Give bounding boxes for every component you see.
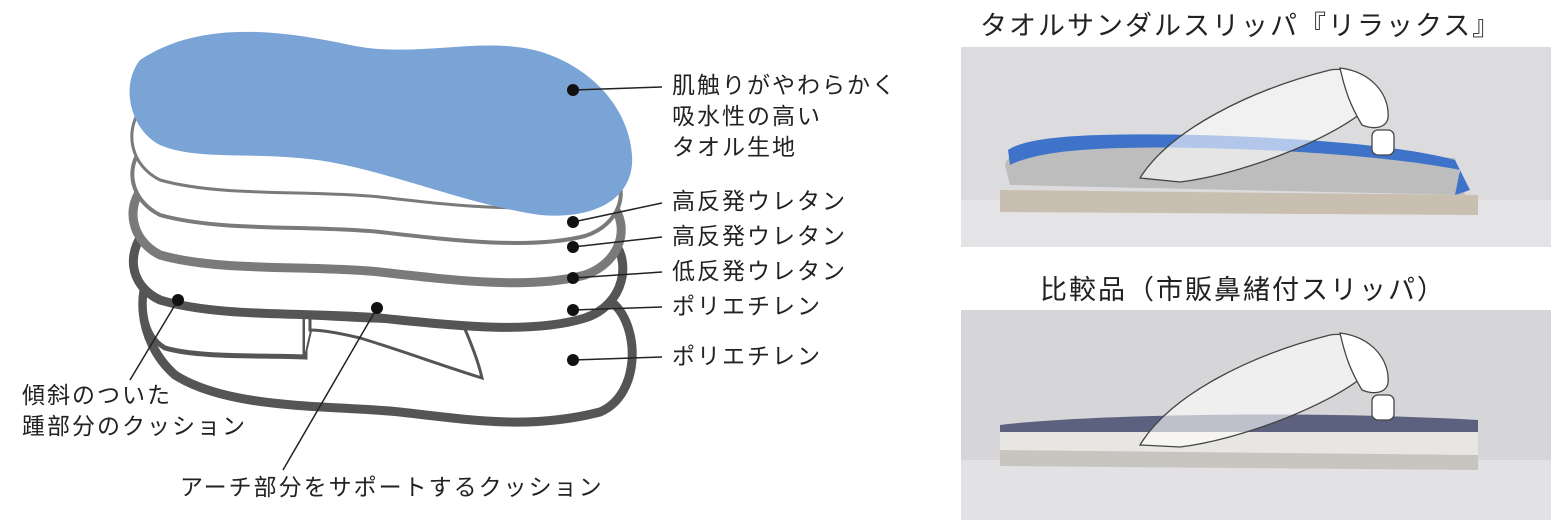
label-towel: 肌触りがやわらかく 吸水性の高い タオル生地 bbox=[672, 71, 897, 164]
label-heel-cushion: 傾斜のついた 踵部分のクッション bbox=[22, 381, 247, 443]
photo-product bbox=[961, 47, 1551, 247]
label-towel-line3: タオル生地 bbox=[672, 133, 897, 164]
label-heel-line2: 踵部分のクッション bbox=[22, 412, 247, 443]
label-polyethylene-2: ポリエチレン bbox=[672, 342, 822, 373]
label-arch-cushion: アーチ部分をサポートするクッション bbox=[180, 473, 604, 504]
label-polyethylene-1: ポリエチレン bbox=[672, 292, 822, 323]
label-heel-line1: 傾斜のついた bbox=[22, 381, 247, 412]
label-high-rebound-1: 高反発ウレタン bbox=[672, 187, 847, 218]
label-high-rebound-2: 高反発ウレタン bbox=[672, 222, 847, 253]
label-towel-line2: 吸水性の高い bbox=[672, 102, 897, 133]
label-towel-line1: 肌触りがやわらかく bbox=[672, 71, 897, 102]
photo-product-title: タオルサンダルスリッパ『リラックス』 bbox=[980, 4, 1501, 43]
label-low-rebound: 低反発ウレタン bbox=[672, 257, 847, 288]
photo-comparison-title: 比較品（市販鼻緒付スリッパ） bbox=[1040, 268, 1446, 307]
photo-comparison bbox=[961, 310, 1551, 520]
